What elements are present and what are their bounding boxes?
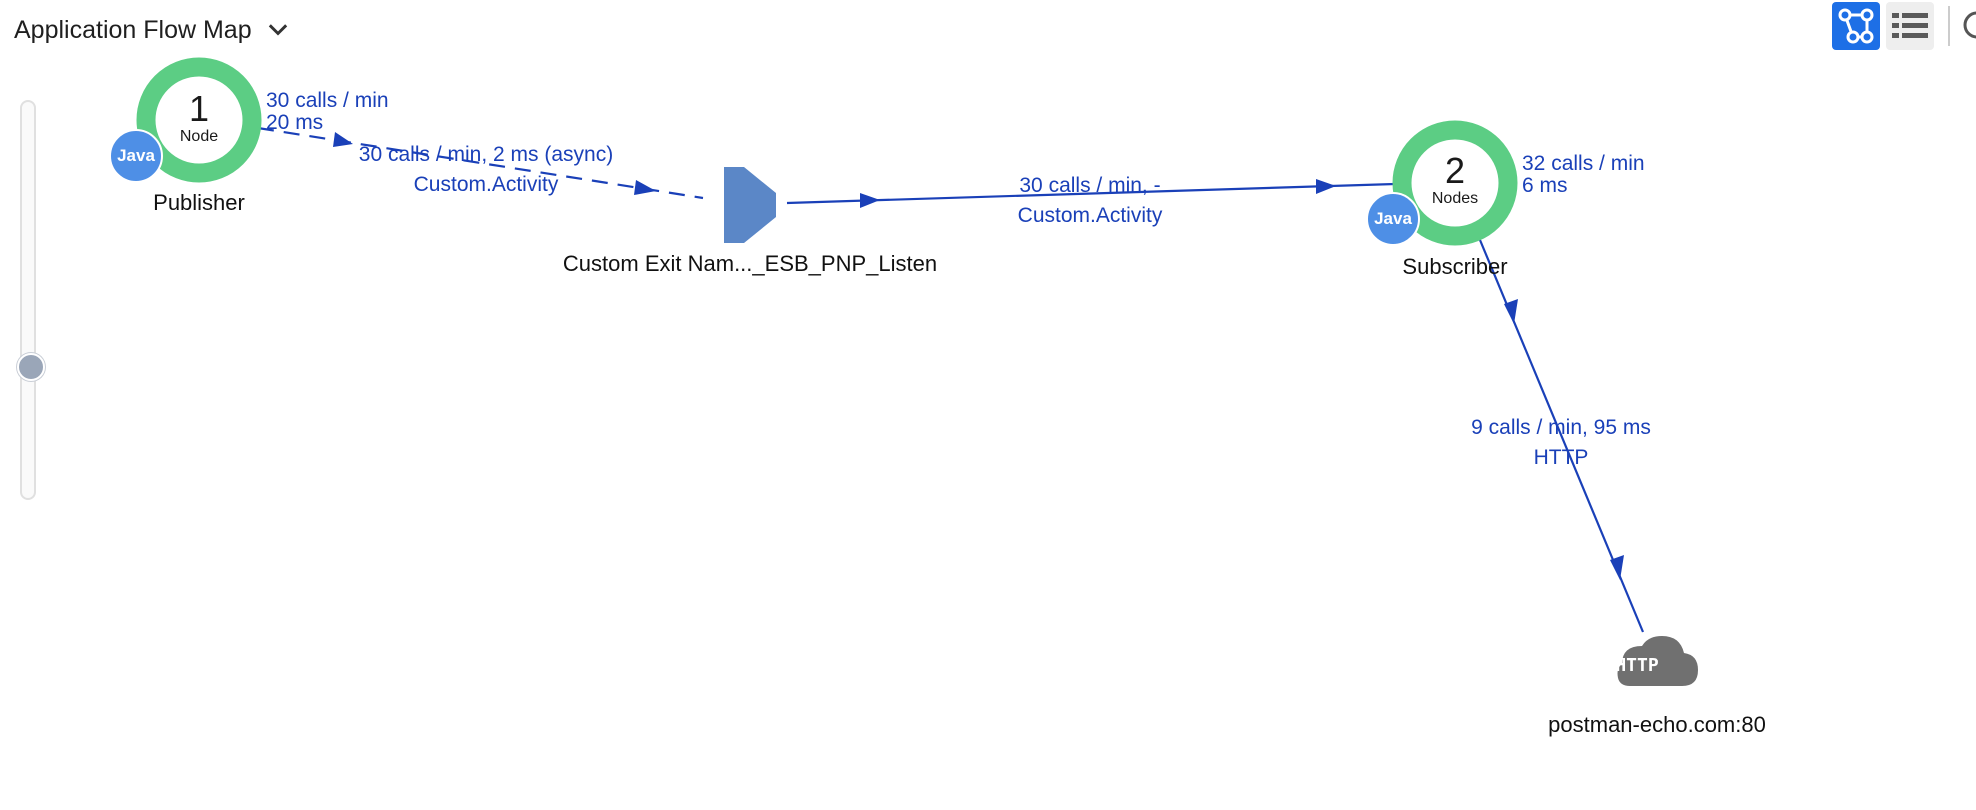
edge-type: Custom.Activity [413, 173, 559, 196]
node-count: 1 [188, 88, 210, 129]
node-count: 2 [1444, 150, 1466, 191]
node-count-unit: Node [179, 128, 219, 145]
custom-exit-label[interactable]: Custom Exit Nam..._ESB_PNP_Listen [562, 251, 938, 276]
edge-type: HTTP [1533, 446, 1589, 469]
edge-metrics: 30 calls / min, 2 ms (async) [358, 143, 614, 166]
publisher-calls-per-min: 30 calls / min [266, 89, 389, 112]
grid-list-icon [1892, 13, 1928, 38]
chevron-down-icon[interactable] [264, 16, 292, 44]
java-badge-icon: Java [109, 129, 163, 183]
edge-metrics: 30 calls / min, - [1019, 174, 1161, 197]
edge-subscriber-to-http[interactable] [1478, 239, 1645, 633]
toolbar-divider [1948, 6, 1950, 46]
settings-icon[interactable] [1962, 10, 1976, 40]
subscriber-response-time: 6 ms [1522, 174, 1568, 197]
grid-view-button[interactable] [1886, 2, 1934, 50]
edge-type: Custom.Activity [1017, 204, 1163, 227]
view-toolbar [1832, 2, 1934, 50]
http-backend-label[interactable]: postman-echo.com:80 [1548, 712, 1766, 737]
node-count-unit: Nodes [1431, 190, 1479, 207]
edge-label-exit-subscriber[interactable]: 30 calls / min, - Custom.Activity [1018, 171, 1163, 231]
subscriber-node-count[interactable]: 2 Nodes [1432, 152, 1478, 208]
edge-metrics: 9 calls / min, 95 ms [1471, 416, 1651, 439]
subscriber-calls-per-min: 32 calls / min [1522, 152, 1645, 175]
edge-label-publisher-exit[interactable]: 30 calls / min, 2 ms (async) Custom.Acti… [359, 140, 613, 200]
http-cloud-icon[interactable] [1617, 636, 1699, 686]
custom-exit-shape[interactable] [724, 167, 774, 243]
edge-exit-to-subscriber[interactable] [786, 179, 1396, 208]
publisher-node-count[interactable]: 1 Node [180, 90, 218, 146]
subscriber-node-label[interactable]: Subscriber [1402, 254, 1508, 279]
page-title: Application Flow Map [14, 15, 252, 44]
flow-map-view-button[interactable] [1832, 2, 1880, 50]
publisher-node-label[interactable]: Publisher [153, 190, 245, 215]
publisher-node-ring[interactable] [136, 57, 262, 183]
edge-label-subscriber-http[interactable]: 9 calls / min, 95 ms HTTP [1471, 413, 1651, 473]
http-badge-label: HTTP [1615, 655, 1659, 676]
zoom-slider-thumb[interactable] [17, 353, 45, 381]
subscriber-node-ring[interactable] [1392, 120, 1518, 246]
java-badge-icon: Java [1366, 192, 1420, 246]
flow-map-header: Application Flow Map [14, 10, 292, 50]
zoom-slider[interactable] [20, 100, 36, 500]
publisher-response-time: 20 ms [266, 111, 324, 134]
edge-publisher-to-exit[interactable] [257, 126, 704, 200]
flow-map-icon [1838, 8, 1874, 44]
